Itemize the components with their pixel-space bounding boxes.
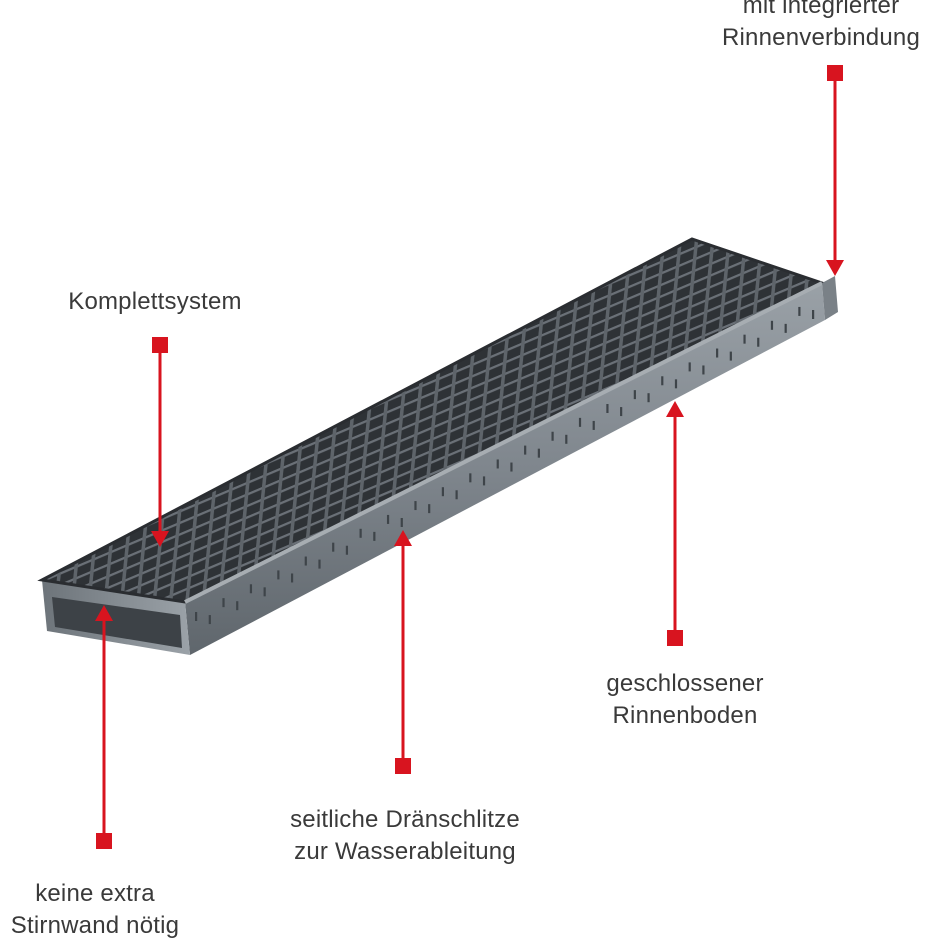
drainage-slot (620, 407, 623, 417)
callout-marker (96, 833, 112, 849)
drainage-slot (359, 528, 362, 538)
label-line: keine extra (35, 880, 155, 907)
drainage-slot (524, 445, 527, 455)
drainage-slot (606, 404, 609, 413)
label-rinnenverbindung: mit integrierter Rinnenverbindung (686, 0, 940, 54)
callout-marker (152, 337, 168, 353)
drainage-slot (743, 334, 746, 344)
label-line: Stirnwand nötig (10, 912, 180, 939)
arrowhead-down-icon (826, 260, 844, 276)
drainage-slot (661, 376, 664, 386)
drainage-slot (414, 501, 417, 511)
drainage-slot (400, 518, 403, 527)
drainage-slot (812, 310, 815, 319)
callout-stirnwand (95, 605, 113, 849)
arrowhead-down-icon (151, 531, 169, 547)
drainage-slot (304, 556, 307, 566)
callout-rinnenverbindung (826, 65, 844, 276)
drainage-slot (510, 462, 513, 472)
drainage-slot (455, 490, 458, 500)
drainage-slot (578, 417, 582, 427)
drainage-slot (496, 459, 499, 469)
drainage-slot (729, 351, 732, 361)
drainage-channel (37, 237, 838, 655)
arrowhead-up-icon (666, 401, 684, 417)
drainage-slot (551, 431, 554, 441)
label-line: seitliche Dränschlitze (290, 806, 520, 833)
drainage-slot (702, 365, 705, 375)
drainage-slot (757, 337, 760, 347)
channel-side-wall (185, 283, 825, 655)
drainage-slot (318, 559, 321, 569)
label-line: mit integrierter (742, 0, 900, 19)
label-komplettsystem: Komplettsystem (40, 286, 270, 318)
channel-end-opening (52, 597, 182, 648)
drainage-slot (386, 514, 390, 524)
callout-draenschlitze (394, 530, 412, 774)
drainage-slot (222, 598, 225, 608)
drainage-slot (249, 584, 253, 594)
drainage-slot (688, 362, 691, 372)
drainage-slot (236, 601, 239, 611)
arrowhead-up-icon (394, 530, 412, 546)
drainage-slot (290, 573, 294, 583)
callout-marker (827, 65, 843, 81)
drainage-slot (332, 542, 335, 552)
drainage-slot (798, 306, 801, 316)
arrowhead-up-icon (95, 605, 113, 621)
callouts (95, 65, 844, 849)
drainage-slot (441, 487, 444, 497)
label-line: zur Wasserableitung (294, 838, 516, 865)
label-stirnwand: keine extra Stirnwand nötig (0, 878, 190, 942)
drainage-slot (482, 476, 486, 486)
drainage-slot (770, 320, 774, 330)
label-draenschlitze: seitliche Dränschlitze zur Wasserableitu… (245, 804, 565, 868)
channel-connector (822, 276, 838, 320)
label-rinnenboden: geschlossener Rinnenboden (560, 668, 810, 732)
drainage-slot (373, 531, 376, 541)
callout-komplettsystem (151, 337, 169, 547)
grating-rim (184, 281, 823, 604)
callout-marker (395, 758, 411, 774)
callout-rinnenboden (666, 401, 684, 646)
label-line: Rinnenboden (612, 702, 758, 729)
drainage-slot (428, 504, 431, 514)
drainage-slot (674, 379, 678, 389)
drainage-slot (469, 473, 472, 483)
drainage-slot (592, 420, 595, 430)
drainage-slots (195, 306, 815, 625)
mesh-grating (42, 239, 822, 602)
callout-marker (667, 630, 683, 646)
drainage-slot (345, 545, 349, 555)
label-line: Rinnenverbindung (721, 24, 920, 51)
label-line: geschlossener (606, 670, 764, 697)
drainage-slot (208, 615, 211, 625)
label-line: Komplettsystem (68, 288, 242, 315)
drainage-slot (633, 390, 636, 400)
drainage-slot (537, 448, 540, 458)
drainage-slot (277, 570, 280, 580)
drainage-slot (784, 323, 787, 333)
drainage-slot (195, 612, 198, 621)
drainage-slot (565, 434, 568, 444)
drainage-slot (716, 348, 719, 358)
drainage-slot (647, 393, 650, 403)
drainage-slot (263, 587, 266, 597)
